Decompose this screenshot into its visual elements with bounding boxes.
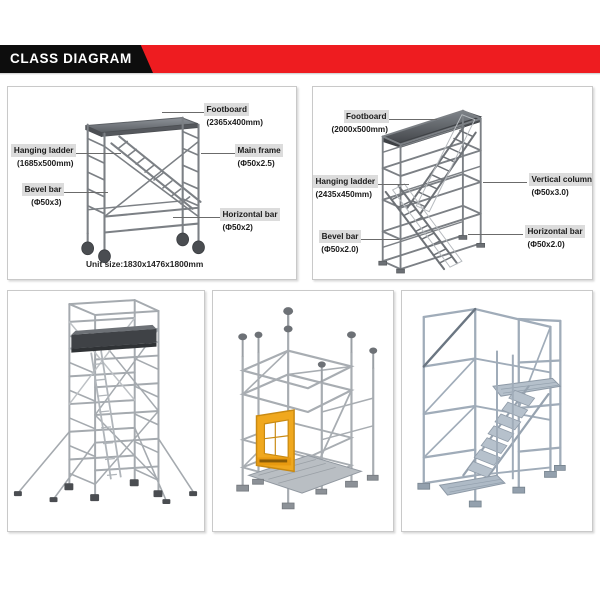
callout-hanging-ladder: Hanging ladder (1685x500mm) bbox=[10, 144, 76, 169]
callout-horizontal-bar-2-title: Horizontal bar bbox=[525, 225, 586, 238]
callout-horizontal-bar-spec: (Φ50x2) bbox=[222, 222, 253, 232]
callout-horizontal-bar-title: Horizontal bar bbox=[220, 208, 281, 221]
callout-horizontal-bar-2: Horizontal bar (Φ50x2.0) bbox=[525, 225, 586, 250]
leader-horizontalbar-2 bbox=[468, 234, 523, 235]
panel-ringlock-gate-photo bbox=[212, 290, 394, 532]
banner-black-block bbox=[0, 45, 138, 73]
callout-footboard: Footboard (2365x400mm) bbox=[204, 103, 265, 128]
callout-main-frame-title: Main frame bbox=[235, 144, 284, 157]
callout-bevel-bar-2: Bevel bar (Φ50x2.0) bbox=[317, 230, 361, 255]
callout-hanging-ladder-title: Hanging ladder bbox=[11, 144, 76, 157]
mobile-scaffold-tower-drawing bbox=[81, 116, 205, 264]
callout-vertical-column: Vertical column (Φ50x3.0) bbox=[529, 173, 592, 198]
leader-footboard-2 bbox=[389, 119, 437, 120]
callout-footboard-title: Footboard bbox=[204, 103, 250, 116]
class-diagram-banner: CLASS DIAGRAM bbox=[0, 45, 600, 75]
callout-hanging-ladder-spec: (1685x500mm) bbox=[17, 158, 74, 168]
callout-footboard-2-title: Footboard bbox=[343, 110, 389, 123]
panel-ringlock-stair-diagram: Footboard (2000x500mm) Hanging ladder (2… bbox=[312, 86, 593, 280]
callout-hanging-ladder-2-spec: (2435x450mm) bbox=[315, 189, 372, 199]
callout-hanging-ladder-2: Hanging ladder (2435x450mm) bbox=[313, 175, 378, 200]
galvanized-stair-tower-image bbox=[402, 291, 592, 531]
leader-bevelbar-1 bbox=[64, 192, 108, 193]
callout-horizontal-bar: Horizontal bar (Φ50x2) bbox=[220, 208, 281, 233]
leader-hangingladder-2 bbox=[365, 184, 409, 185]
callout-footboard-2-spec: (2000x500mm) bbox=[331, 124, 388, 134]
callout-vertical-column-spec: (Φ50x3.0) bbox=[531, 187, 569, 197]
aluminium-mobile-tower-image bbox=[8, 291, 204, 531]
callout-bevel-bar-2-spec: (Φ50x2.0) bbox=[321, 244, 359, 254]
callout-footboard-spec: (2365x400mm) bbox=[206, 117, 263, 127]
callout-bevel-bar-2-title: Bevel bar bbox=[319, 230, 361, 243]
ringlock-scaffold-gate-image bbox=[213, 291, 393, 531]
callout-horizontal-bar-2-spec: (Φ50x2.0) bbox=[527, 239, 565, 249]
callout-bevel-bar-spec: (Φ50x3) bbox=[31, 197, 62, 207]
panel-mobile-scaffold-diagram: Footboard (2365x400mm) Main frame (Φ50x2… bbox=[7, 86, 297, 280]
callout-footboard-2: Footboard (2000x500mm) bbox=[329, 110, 389, 135]
leader-footboard-1 bbox=[162, 112, 222, 113]
callout-bevel-bar: Bevel bar (Φ50x3) bbox=[16, 183, 64, 208]
leader-bevelbar-2 bbox=[361, 239, 399, 240]
unit-size-caption: Unit size:1830x1476x1800mm bbox=[86, 259, 204, 269]
diagram-1-stage: Footboard (2365x400mm) Main frame (Φ50x2… bbox=[8, 87, 296, 279]
ringlock-stair-tower-drawing bbox=[378, 109, 486, 274]
diagram-2-stage: Footboard (2000x500mm) Hanging ladder (2… bbox=[313, 87, 592, 279]
callout-main-frame: Main frame (Φ50x2.5) bbox=[235, 144, 284, 169]
leader-mainframe-1 bbox=[201, 153, 256, 154]
callout-hanging-ladder-2-title: Hanging ladder bbox=[313, 175, 378, 188]
banner-shadow bbox=[0, 73, 600, 75]
page-title: CLASS DIAGRAM bbox=[10, 51, 132, 66]
panel-galvanized-stair-tower-photo bbox=[401, 290, 593, 532]
panel-aluminium-tower-photo bbox=[7, 290, 205, 532]
callout-main-frame-spec: (Φ50x2.5) bbox=[237, 158, 275, 168]
leader-horizontal-1 bbox=[173, 217, 233, 218]
leader-hangingladder-1 bbox=[76, 153, 121, 154]
leader-verticalcolumn-2 bbox=[483, 182, 527, 183]
callout-vertical-column-title: Vertical column bbox=[529, 173, 592, 186]
callout-bevel-bar-title: Bevel bar bbox=[22, 183, 64, 196]
